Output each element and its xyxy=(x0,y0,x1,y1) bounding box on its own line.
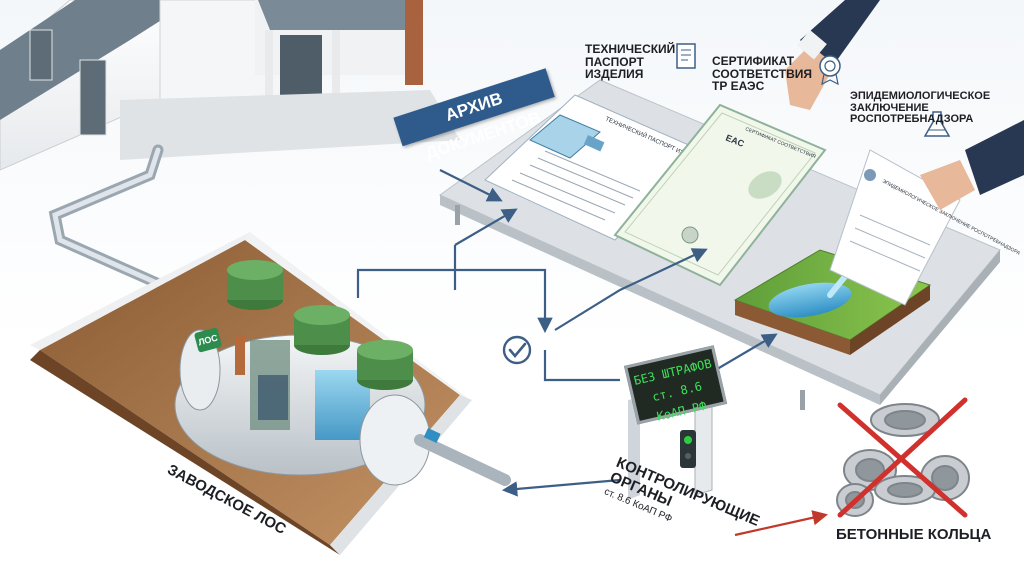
emblem-icon xyxy=(864,169,876,181)
sewage-tank xyxy=(174,260,511,486)
label-tech-passport: Технический паспорт изделия xyxy=(585,42,676,82)
brick-column xyxy=(405,0,423,85)
concrete-rings xyxy=(836,403,970,517)
window xyxy=(79,59,107,136)
label-epidemiological: Эпидемиологическое заключение Роспотребн… xyxy=(850,90,991,126)
checkmark-circle-icon xyxy=(502,335,532,365)
cross-icon xyxy=(837,397,968,518)
front-door xyxy=(280,35,322,100)
certificate-seal xyxy=(681,226,699,244)
flow-arrows xyxy=(356,169,778,497)
window xyxy=(29,29,53,81)
certificate-badge-icon xyxy=(819,55,841,86)
green-light-icon xyxy=(684,436,692,444)
lab-flask-icon xyxy=(923,111,951,137)
reject-arrow xyxy=(734,510,829,537)
document-icon xyxy=(676,43,696,69)
hand-epidemiological xyxy=(920,120,1024,210)
label-concrete-rings: Бетонные кольца xyxy=(836,526,992,543)
label-certificate: Сертификат соответствия ТР ЕАЭС xyxy=(712,54,812,94)
house xyxy=(0,0,460,171)
drain-pipe xyxy=(48,144,201,306)
